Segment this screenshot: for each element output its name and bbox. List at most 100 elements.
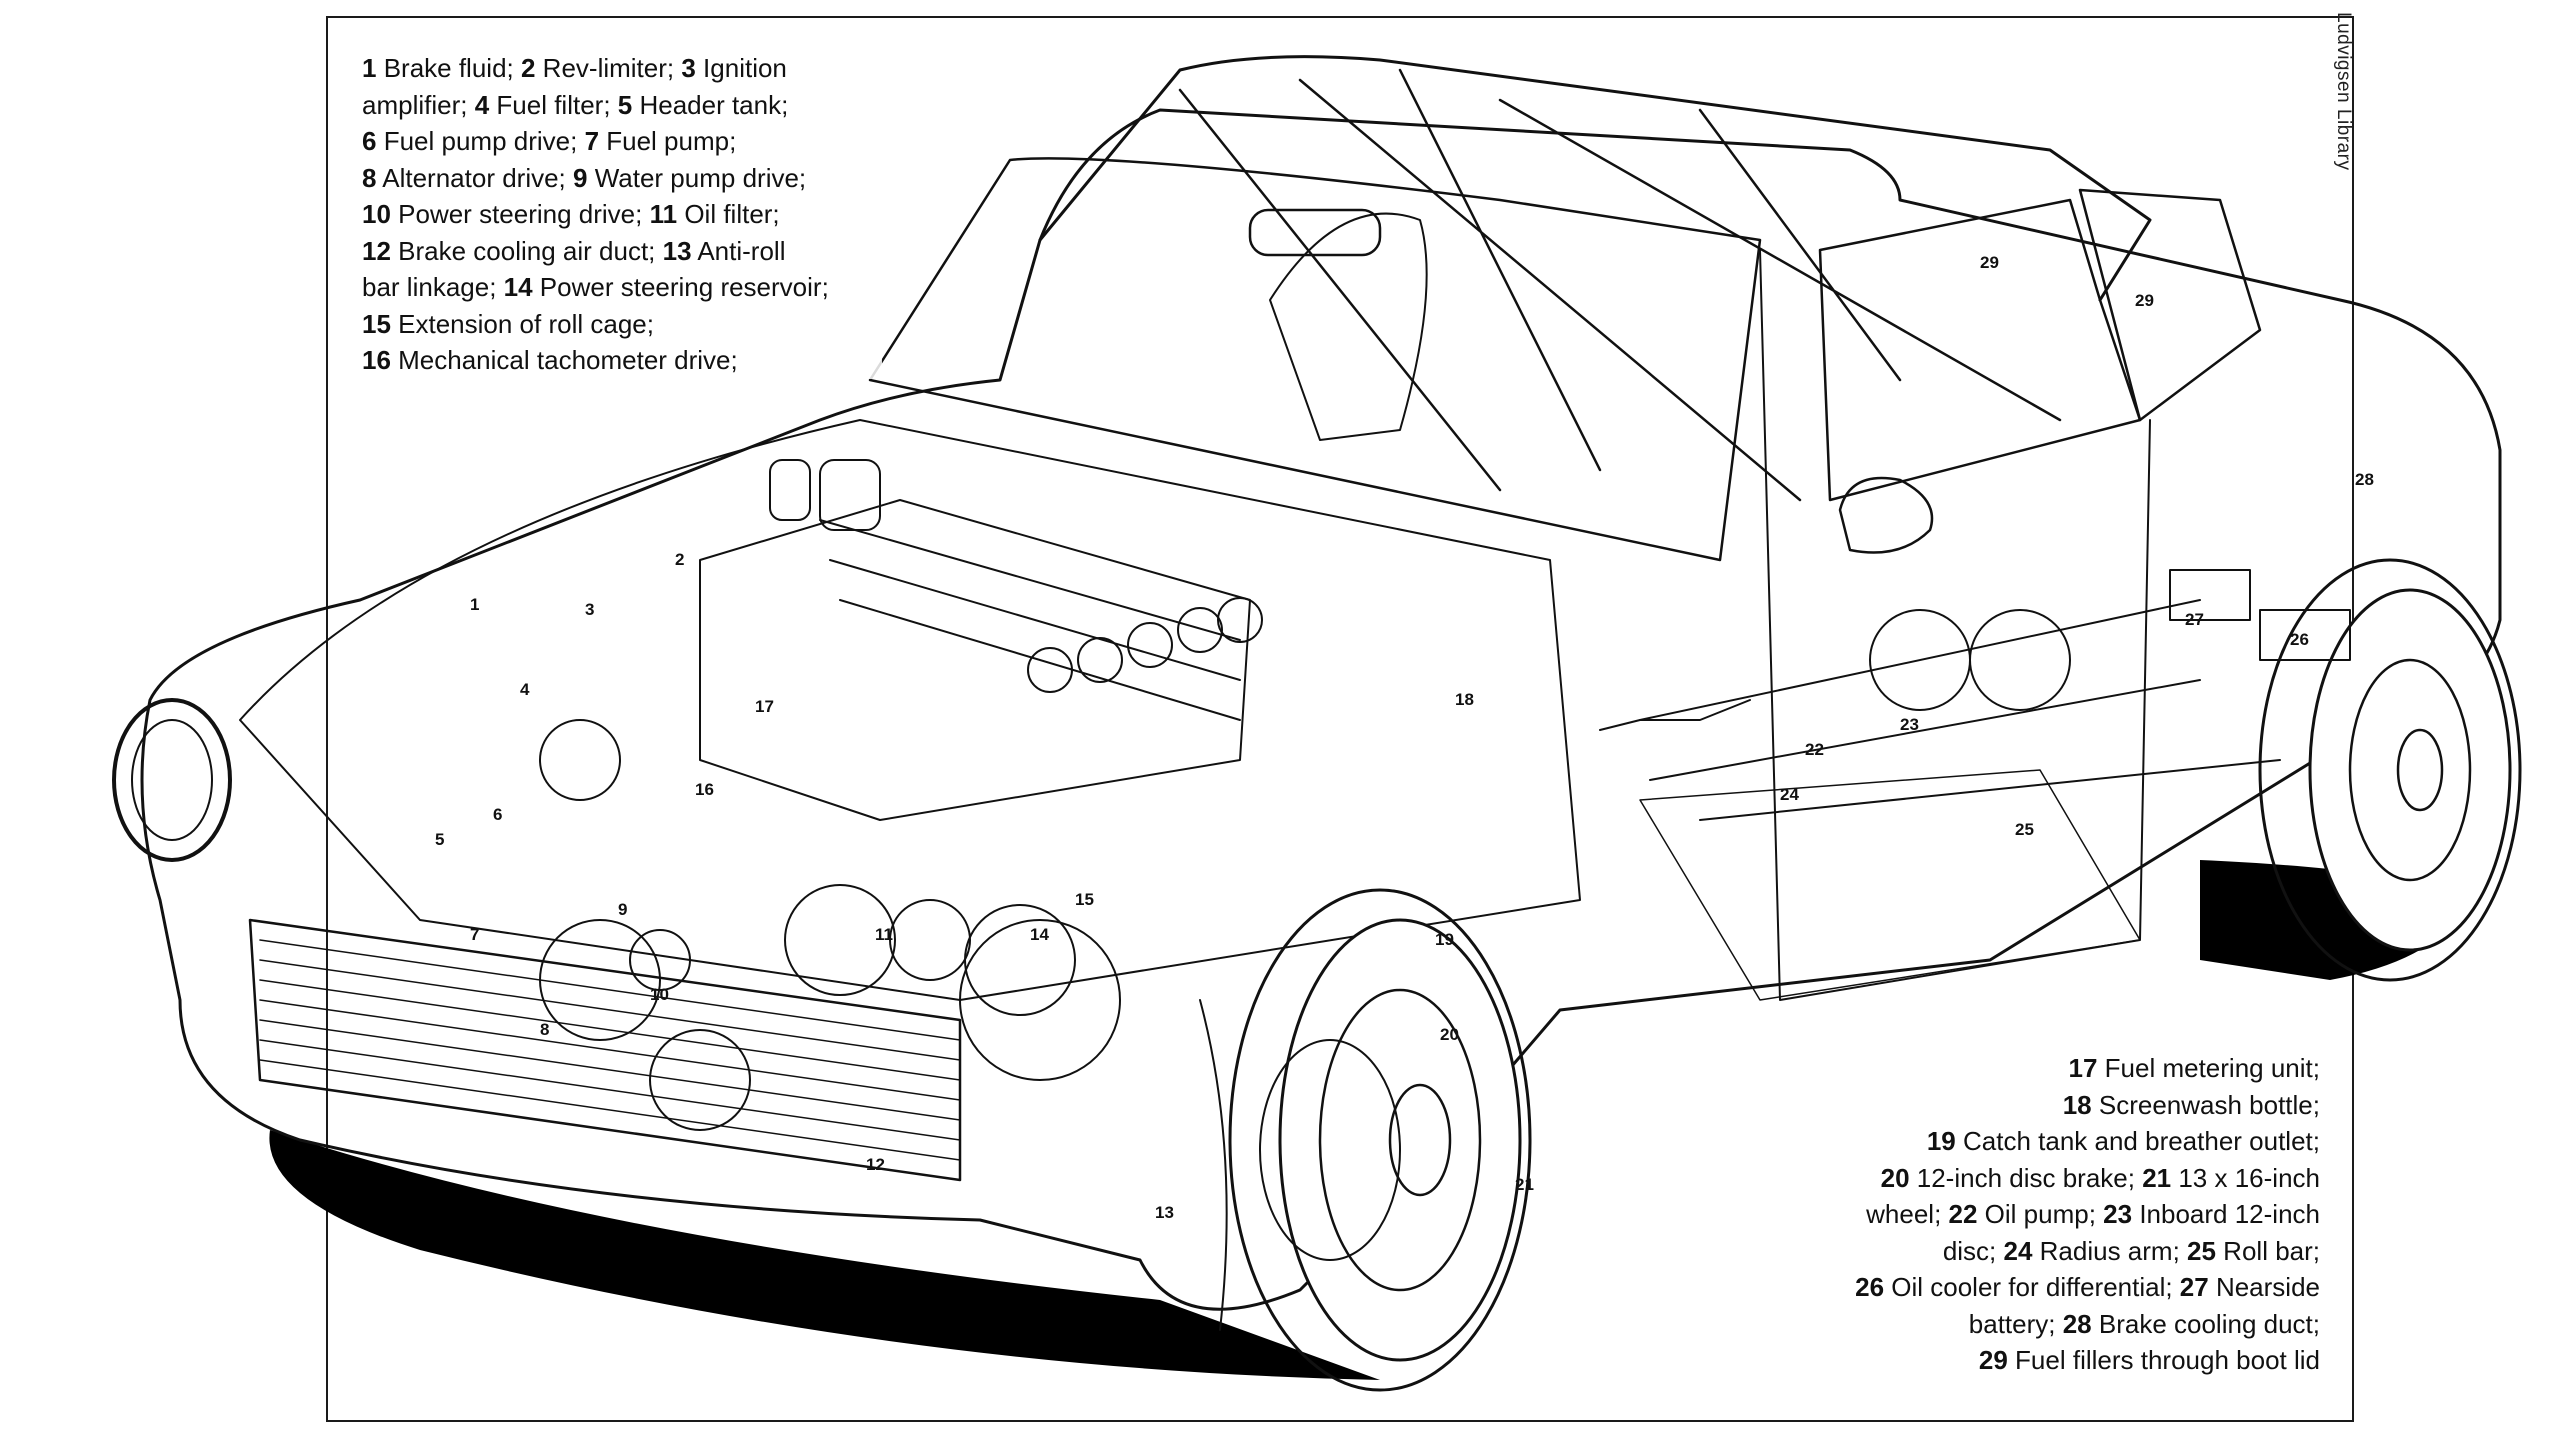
floor [1639,769,2141,1001]
legend-number: 3 [681,53,696,83]
legend-number: 24 [2003,1235,2033,1266]
legend-line: 1 Brake fluid; 2 Rev-limiter; 3 Ignition [362,50,882,87]
legend-number: 25 [2187,1235,2216,1266]
legend-text: amplifier; [362,89,475,120]
grille [248,918,962,1182]
callout-number: 16 [695,780,714,799]
legend-number: 17 [2068,1053,2098,1083]
legend-number: 10 [362,199,391,229]
rearview-mirror [1248,208,1382,257]
front-wheel [1199,888,1532,1392]
legend-line: 19 Catch tank and breather outlet; [1800,1123,2320,1160]
legend-number: 27 [2179,1272,2209,1302]
callout-number: 18 [1455,690,1474,709]
legend-line: 10 Power steering drive; 11 Oil filter; [362,196,882,233]
callout-number: 17 [755,697,774,716]
legend-number: 14 [503,272,533,302]
legend-number: 2 [520,53,536,83]
legend-text: Extension of roll cage; [390,308,654,339]
callout-number: 29 [2135,291,2154,310]
legend-number: 9 [573,162,588,193]
legend-text: Brake fluid; [376,53,521,83]
legend-text: Brake cooling duct; [2091,1308,2320,1339]
callout-number: 23 [1900,715,1919,734]
engine [539,459,1263,1131]
callout-number: 15 [1075,890,1094,909]
callout-number: 26 [2290,630,2309,649]
callout-number: 13 [1155,1203,1174,1222]
legend-line: 26 Oil cooler for differential; 27 Nears… [1800,1269,2320,1306]
legend-text: Brake cooling air duct; [390,235,663,266]
legend-text: disc; [1942,1235,2004,1266]
callout-number: 9 [618,900,627,919]
roof [1038,55,2152,302]
callout-number: 10 [650,985,669,1004]
rear-quarter-window [2078,188,2262,422]
legend-text: battery; [1968,1308,2063,1339]
legend-text: Power steering drive; [390,199,650,229]
callout-number: 3 [585,600,594,619]
legend-number: 28 [2062,1308,2092,1339]
callout-number: 7 [470,925,479,944]
legend-line: 12 Brake cooling air duct; 13 Anti-roll [362,233,882,270]
legend-text: Mechanical tachometer drive; [390,345,738,375]
legend-line: amplifier; 4 Fuel filter; 5 Header tank; [362,87,882,124]
legend-number: 15 [362,308,391,339]
legend-text: Alternator drive; [376,162,574,193]
callout-number: 20 [1440,1025,1459,1044]
callout-number: 21 [1515,1175,1534,1194]
wing-mirror [1838,476,1934,554]
callout-number: 19 [1435,930,1454,949]
legend-text: Fuel pump; [599,126,737,156]
credit-text: Ludvigsen Library [2333,12,2354,171]
legend-number: 12 [362,235,391,266]
legend-top: 1 Brake fluid; 2 Rev-limiter; 3 Ignition… [362,50,882,379]
legend-line: 20 12-inch disc brake; 21 13 x 16-inch [1800,1160,2320,1197]
legend-number: 7 [584,126,600,156]
legend-number: 13 [662,235,692,266]
legend-text: Inboard 12-inch [2132,1199,2320,1229]
legend-text: bar linkage; [362,272,504,302]
legend-number: 23 [2103,1199,2133,1229]
legend-number: 21 [2142,1162,2172,1193]
legend-number: 29 [1978,1345,2008,1375]
legend-number: 16 [362,345,391,375]
callout-number: 27 [2185,610,2204,629]
legend-text: Power steering reservoir; [532,272,829,302]
legend-bottom: 17 Fuel metering unit;18 Screenwash bott… [1800,1050,2320,1379]
legend-text: Oil filter; [677,199,780,229]
legend-line: bar linkage; 14 Power steering reservoir… [362,269,882,306]
legend-number: 11 [649,199,678,229]
legend-text: Fuel fillers through boot lid [2007,1345,2320,1375]
rear-suspension [1599,569,2351,821]
roll-cage [1178,68,2062,502]
callout-number: 6 [493,805,502,824]
legend-number: 5 [617,89,633,120]
callout-number: 28 [2355,470,2374,489]
legend-number: 4 [474,89,490,120]
legend-number: 22 [1948,1199,1978,1229]
callout-number: 25 [2015,820,2034,839]
side-window [1818,198,2142,502]
callout-number: 12 [866,1155,885,1174]
legend-number: 8 [362,162,377,193]
headlight [112,698,232,862]
legend-text: Roll bar; [2215,1235,2320,1266]
callout-number: 29 [1980,253,1999,272]
legend-text: Fuel pump drive; [376,126,585,156]
legend-number: 6 [362,126,377,156]
legend-text: 13 x 16-inch [2171,1162,2320,1193]
legend-line: battery; 28 Brake cooling duct; [1800,1306,2320,1343]
callout-number: 11 [875,925,893,944]
legend-text: Fuel metering unit; [2097,1053,2320,1083]
legend-text: Fuel filter; [489,89,618,120]
legend-text: Oil pump; [1977,1199,2104,1229]
callout-number: 5 [435,830,444,849]
legend-number: 19 [1926,1126,1956,1156]
legend-text: Water pump drive; [587,162,807,193]
callout-number: 14 [1030,925,1049,944]
legend-line: disc; 24 Radius arm; 25 Roll bar; [1800,1233,2320,1270]
legend-text: Anti-roll [691,235,786,266]
front-shadow [269,1130,1380,1380]
legend-text: 12-inch disc brake; [1909,1162,2143,1193]
